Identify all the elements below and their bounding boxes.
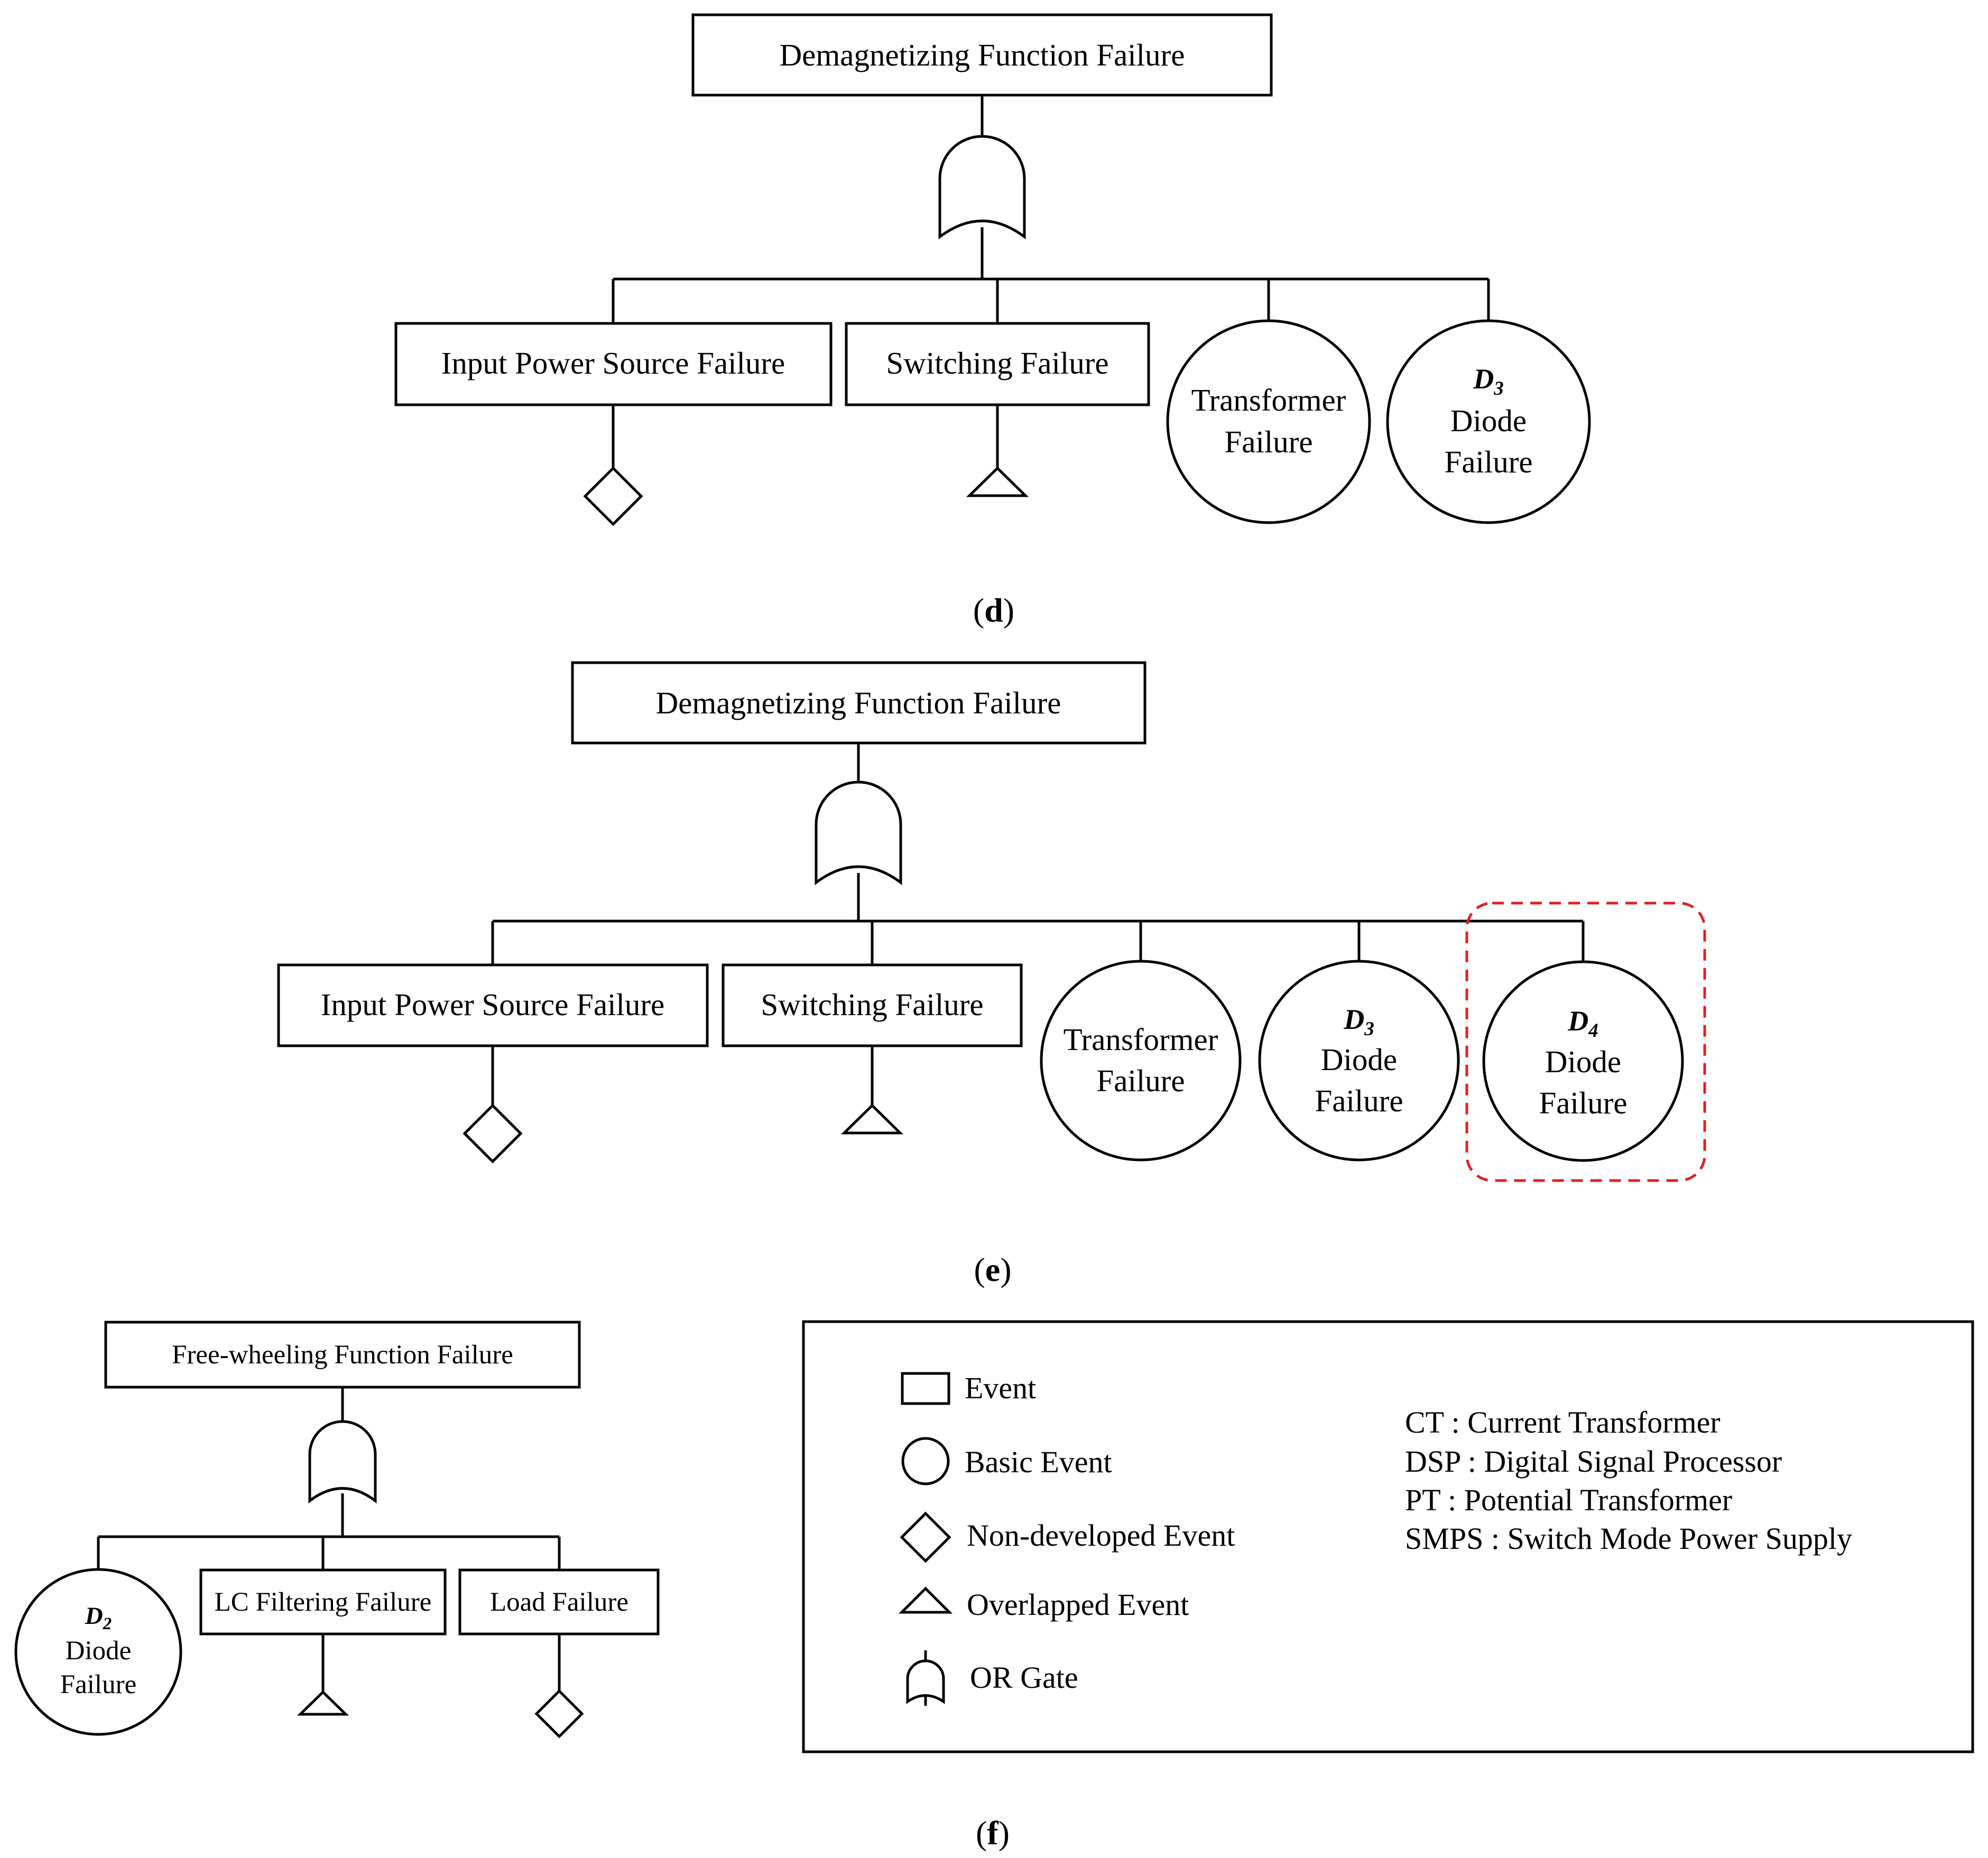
input-power-source-label: Input Power Source Failure [441,346,785,380]
transformer-label-2: Failure [1096,1063,1185,1098]
diode-d2-label-1: Diode [66,1636,132,1666]
diode-d2-label-2: Failure [60,1670,136,1699]
switching-label: Switching Failure [886,346,1108,380]
caption-f: (f) [976,1814,1010,1852]
panel-f: Free-wheeling Function Failure D2 Diode … [14,1321,1010,1852]
legend-event-label: Event [965,1371,1036,1405]
top-event-box [571,661,1146,745]
transformer-basic-event [1040,960,1242,1162]
legend: Event Basic Event Non-developed Event Ov… [802,1320,1974,1753]
top-event-box [104,1321,581,1389]
diode-d3-label-1: Diode [1321,1042,1397,1077]
overlapped-triangle-icon [966,466,1029,497]
basic-event-circle-icon [901,1437,950,1485]
legend-non-developed-label: Non-developed Event [967,1518,1235,1553]
abbrev-pt: PT : Potential Transformer [1405,1483,1732,1517]
input-power-source-label: Input Power Source Failure [321,987,665,1022]
diode-d4-basic-event [1482,960,1684,1162]
top-event-box [691,13,1273,97]
transformer-label-1: Transformer [1064,1022,1218,1057]
abbrev-ct: CT : Current Transformer [1405,1405,1721,1439]
diode-d3-label-2: Failure [1315,1083,1403,1118]
diode-d4-label-1: Diode [1545,1044,1621,1079]
transformer-label-2: Failure [1224,424,1312,459]
diode-d3-basic-event [1258,960,1460,1162]
or-gate-icon [816,782,901,882]
top-event-label: Free-wheeling Function Failure [172,1340,513,1370]
overlapped-triangle-icon [898,1586,953,1614]
transformer-label-1: Transformer [1191,383,1346,417]
panel-d: Demagnetizing Function Failure Input Pow… [394,13,1591,629]
non-developed-diamond-icon [900,1511,951,1563]
switching-label: Switching Failure [761,987,983,1022]
overlapped-triangle-icon [297,1690,349,1716]
lc-filtering-box [199,1568,447,1636]
legend-frame [802,1320,1974,1753]
top-event-label: Demagnetizing Function Failure [656,685,1061,720]
switching-box [722,963,1023,1047]
legend-basic-event-label: Basic Event [965,1445,1112,1479]
overlapped-triangle-icon [840,1103,904,1135]
non-developed-diamond-icon [463,1103,523,1164]
top-event-label: Demagnetizing Function Failure [780,38,1185,72]
caption-d: (d) [973,591,1014,629]
diode-d3-label-1: Diode [1450,403,1527,438]
abbrev-smps: SMPS : Switch Mode Power Supply [1405,1521,1852,1556]
diode-d3-label-2: Failure [1444,444,1532,479]
legend-or-gate-label: OR Gate [970,1660,1078,1695]
or-gate-icon [940,136,1024,237]
diode-d4-symbol: D4 [1567,1005,1598,1042]
non-developed-diamond-icon [534,1689,584,1739]
diode-d2-symbol: D2 [85,1602,112,1633]
or-gate-icon [310,1422,375,1501]
lc-filtering-label: LC Filtering Failure [215,1587,432,1617]
diode-d3-basic-event [1386,319,1591,524]
diode-d3-symbol: D3 [1473,363,1504,400]
diode-d3-symbol: D3 [1343,1004,1374,1040]
transformer-basic-event [1166,319,1371,524]
event-rect-icon [901,1372,950,1405]
input-power-source-box [277,963,709,1047]
load-failure-label: Load Failure [490,1587,628,1617]
non-developed-diamond-icon [583,466,643,526]
diode-d2-basic-event [14,1568,182,1736]
caption-e: (e) [974,1251,1011,1288]
abbrev-dsp: DSP : Digital Signal Processor [1405,1444,1782,1479]
input-power-source-box [394,322,833,406]
legend-overlapped-label: Overlapped Event [967,1587,1189,1622]
switching-box [845,322,1150,406]
diode-d4-label-2: Failure [1539,1085,1627,1120]
panel-e: Demagnetizing Function Failure Input Pow… [277,661,1706,1288]
